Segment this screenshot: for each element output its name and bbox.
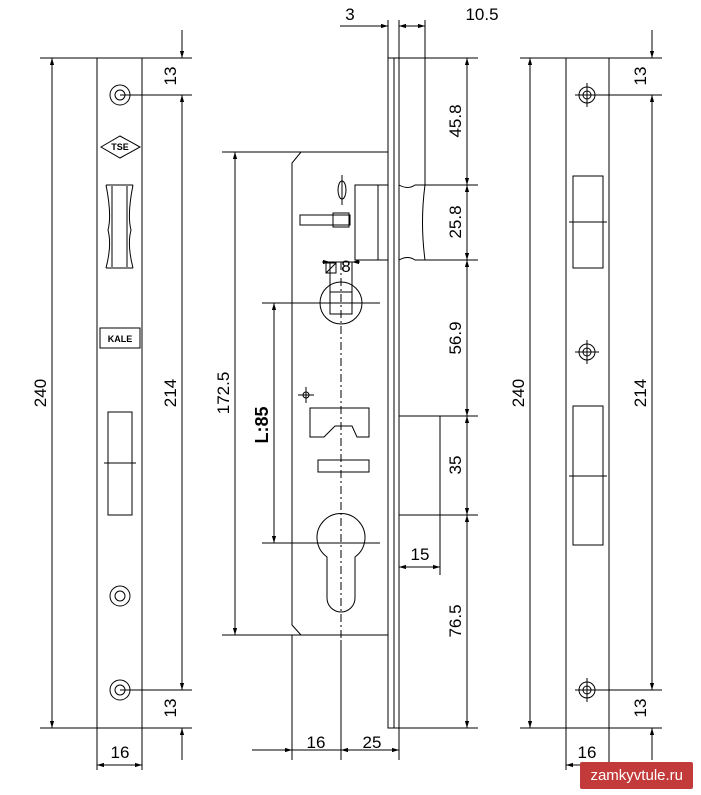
dim-76-5: 76.5: [446, 604, 465, 637]
dim-45-8: 45.8: [446, 104, 465, 137]
right-dimension-lines: [520, 30, 662, 770]
dim-left-240: 240: [31, 379, 50, 407]
kale-logo: [99, 327, 141, 349]
dim-bottom-16: 16: [307, 733, 326, 752]
dim-right-240: 240: [509, 379, 528, 407]
dim-right-13-bottom: 13: [631, 699, 650, 718]
dim-left-13-bottom: 13: [161, 699, 180, 718]
reference-cross: [298, 387, 314, 403]
dim-left-16: 16: [111, 743, 130, 762]
dim-right-13-top: 13: [631, 67, 650, 86]
dim-square-8: 8: [325, 257, 351, 276]
right-bolt-slot: [569, 405, 607, 546]
follower-bar: [317, 459, 370, 473]
dim-square-8-text: 8: [341, 257, 350, 276]
left-middle-screw-hole: [109, 585, 131, 607]
dim-56-9: 56.9: [446, 321, 465, 354]
dim-15: 15: [411, 545, 430, 564]
right-plate-outline: [565, 57, 610, 729]
dim-right-214: 214: [631, 379, 650, 407]
lock-body: [291, 57, 441, 729]
right-strike-plate: [565, 57, 610, 729]
dim-backset-label: L:85: [252, 406, 272, 443]
left-dimension-lines: [40, 30, 192, 770]
left-plate-outline: [96, 57, 143, 729]
right-middle-screw-hole: [575, 340, 599, 364]
left-strike-plate: [96, 57, 143, 729]
dim-top-3: 3: [345, 5, 354, 24]
tse-logo: [100, 135, 142, 159]
left-latch-slot: [105, 184, 134, 269]
dim-left-13-top: 13: [161, 67, 180, 86]
center-dimension-lines: [222, 20, 478, 760]
dim-left-214: 214: [161, 379, 180, 407]
watermark-badge: zamkyvtule.ru: [580, 762, 693, 789]
kale-logo-text: KALE: [108, 334, 133, 344]
dim-bottom-25: 25: [363, 733, 382, 752]
dim-top-10-5: 10.5: [465, 5, 498, 24]
left-bolt-slot: [104, 411, 136, 516]
dim-25-8: 25.8: [446, 205, 465, 238]
latch: [354, 184, 426, 261]
bolt-cam: [309, 407, 370, 438]
tse-logo-text: TSE: [111, 142, 129, 152]
logo-texts: TSE KALE: [108, 142, 133, 344]
dim-right-16: 16: [578, 743, 597, 762]
dim-case-172-5: 172.5: [214, 372, 233, 415]
deadbolt: [398, 415, 441, 516]
latch-tail: [299, 175, 351, 228]
cylinder-cutout: [316, 513, 366, 613]
right-latch-slot: [569, 175, 607, 269]
dim-35: 35: [446, 456, 465, 475]
